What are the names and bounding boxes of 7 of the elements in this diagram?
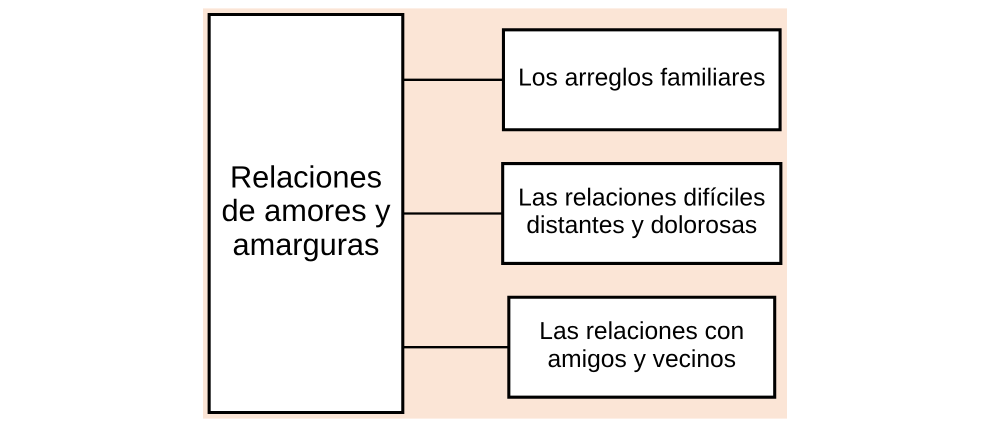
node-box: Las relaciones difíciles distantes y dolorosas — [501, 162, 782, 265]
connector — [403, 346, 509, 348]
connector — [403, 212, 502, 215]
node-box: Las relaciones con amigos y vecinos — [507, 296, 776, 399]
node-box: Relaciones de amores y amarguras — [208, 12, 404, 414]
node-box: Los arreglos familiares — [502, 28, 782, 132]
connector — [403, 78, 504, 81]
